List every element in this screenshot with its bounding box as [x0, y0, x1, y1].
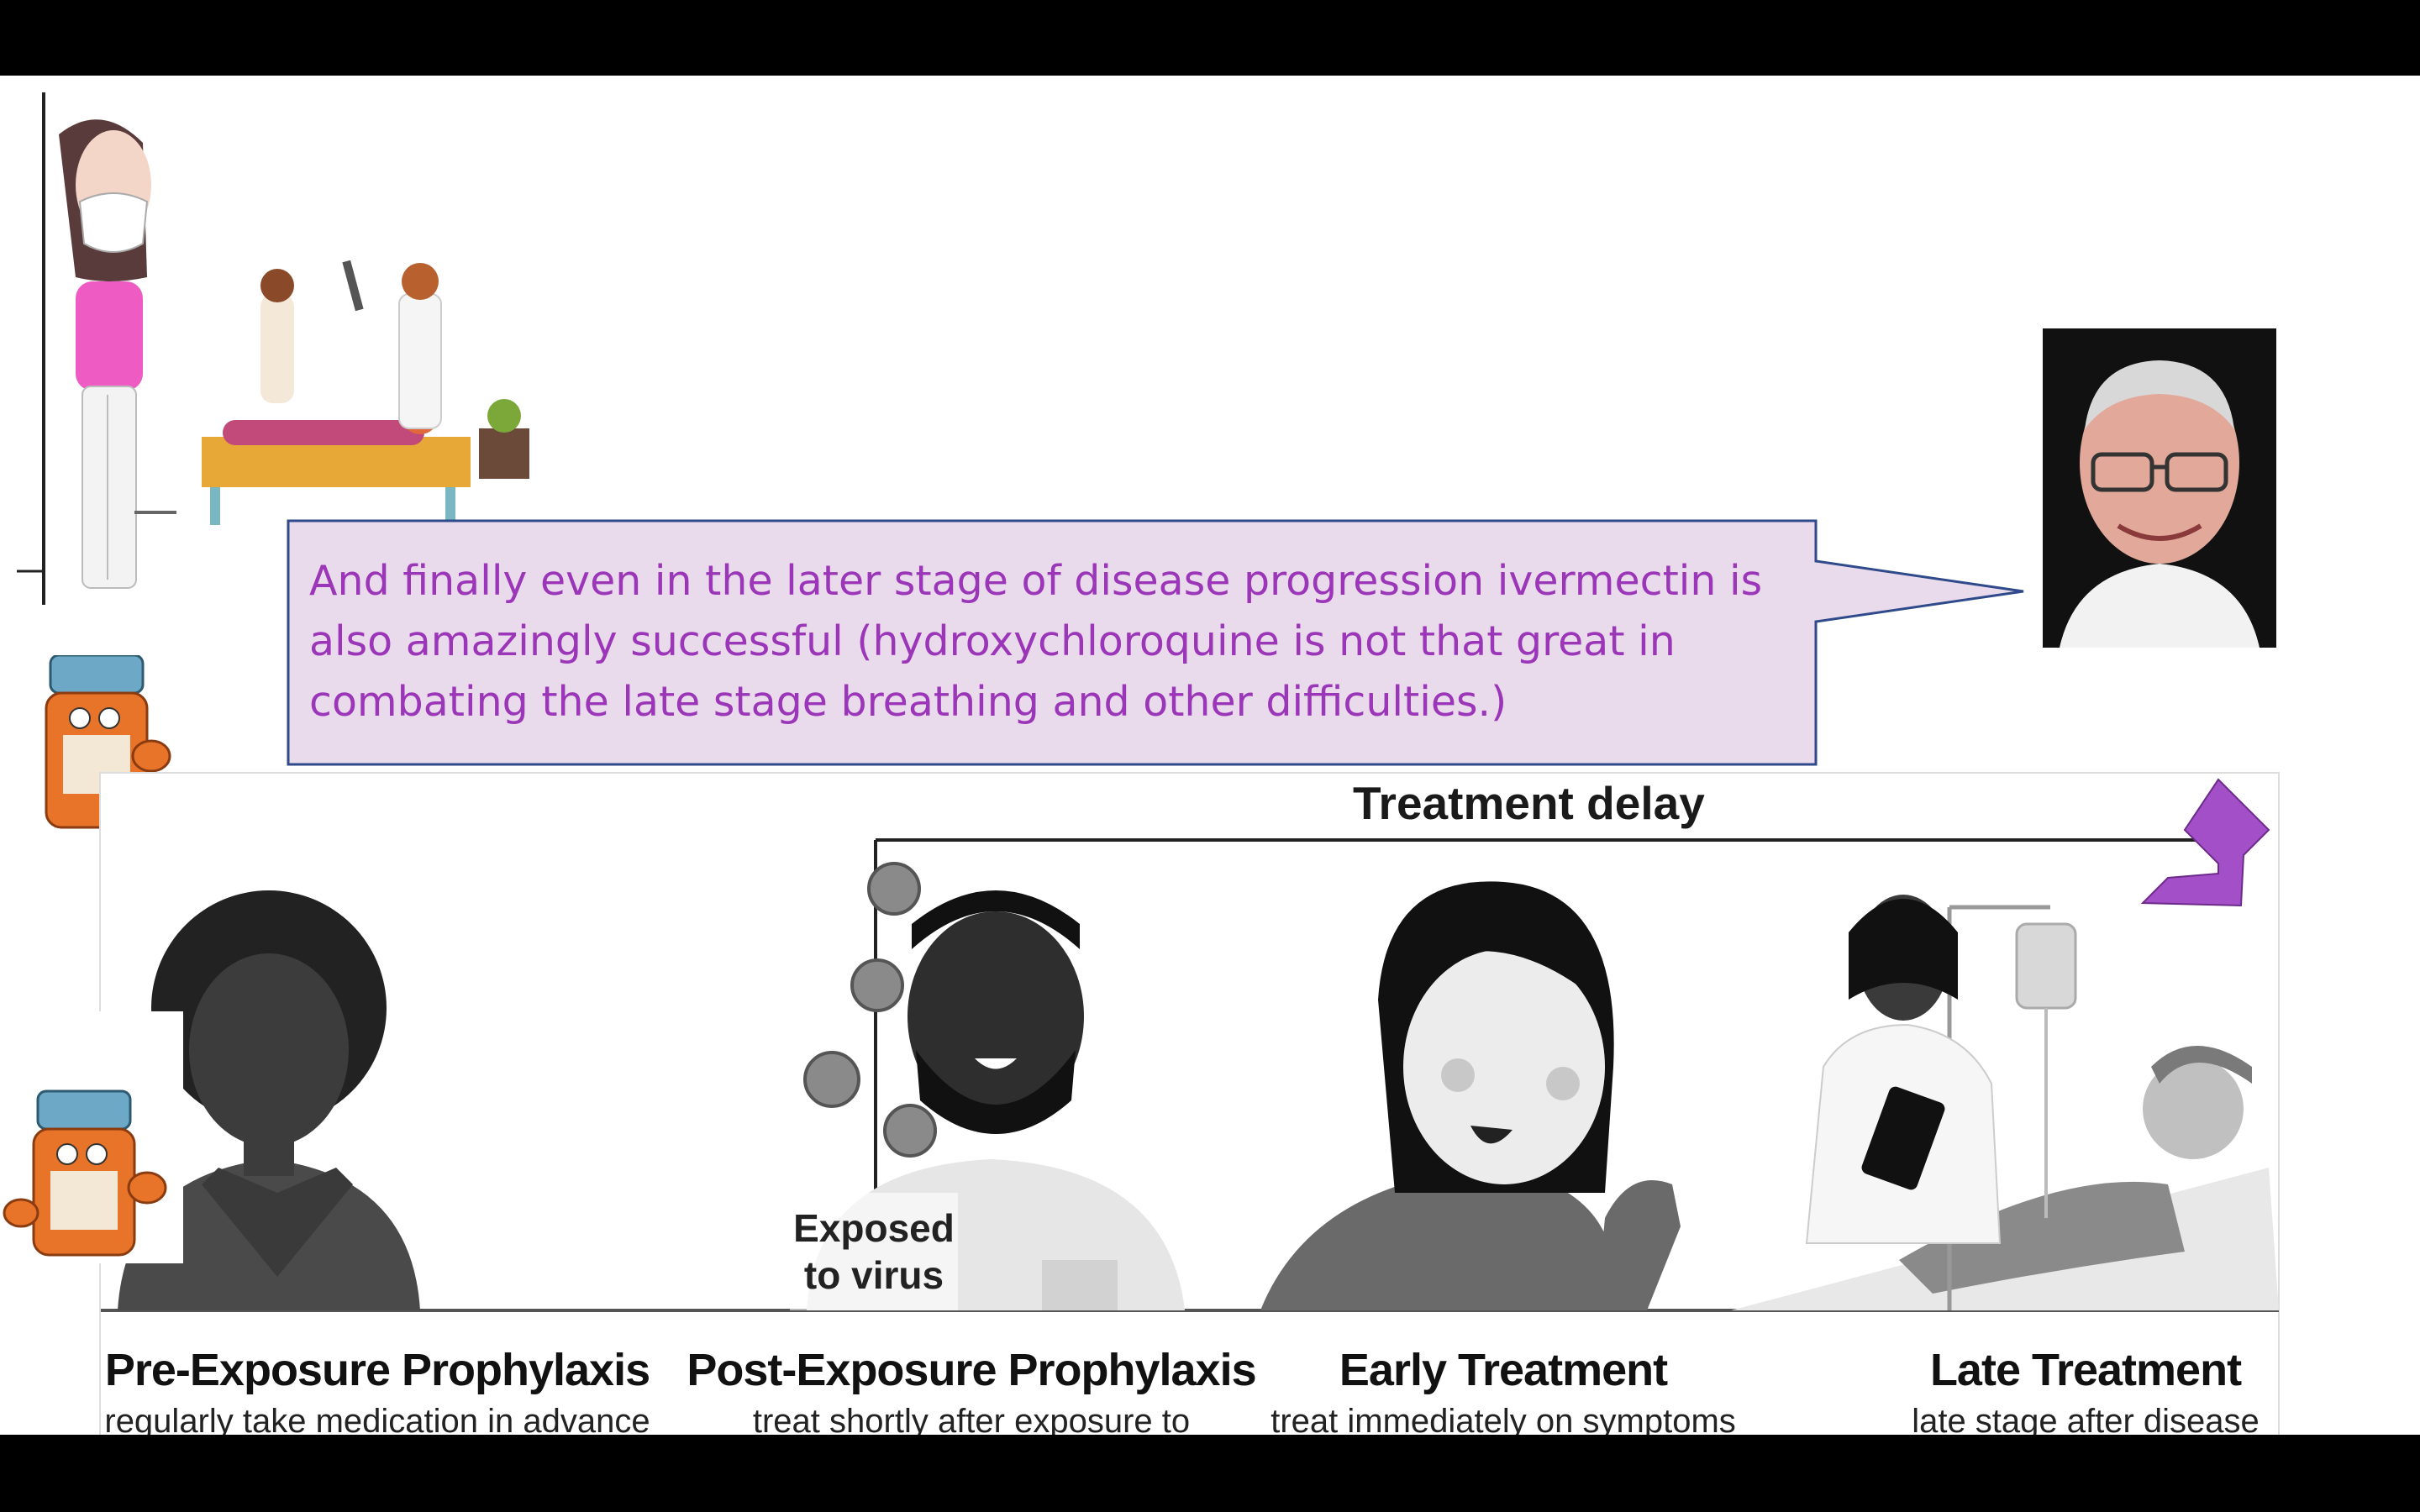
stage-desc-early-treatment: treat immediately on symptoms or shortly…	[1270, 1403, 1736, 1435]
person-late-treatment	[1731, 895, 2279, 1310]
panel-illustrations	[101, 778, 2279, 1312]
person-pre-exposure	[118, 890, 420, 1310]
stage-desc-post-exposure: treat shortly after exposure to minimize…	[752, 1403, 1191, 1435]
stage-desc-late-treatment: late stage after disease has progressed	[1912, 1403, 2260, 1435]
callout-text: And finally even in the later stage of d…	[309, 557, 1763, 726]
virus-particles	[803, 862, 937, 1158]
person-early-treatment	[1260, 881, 1681, 1310]
exposed-label-bg	[790, 1193, 958, 1310]
hospital-scene-illustration	[202, 260, 529, 525]
doctor-portrait-photo	[2043, 328, 2276, 648]
stage-title-pre-exposure: Pre-Exposure Prophylaxis	[104, 1345, 650, 1395]
stage-title-early-treatment: Early Treatment	[1339, 1345, 1668, 1395]
stage-title-post-exposure: Post-Exposure Prophylaxis	[687, 1345, 1256, 1395]
slide: And finally even in the later stage of d…	[0, 76, 2420, 1435]
purple-pointer-arrow	[2140, 778, 2270, 907]
stage-title-late-treatment: Late Treatment	[1929, 1345, 2242, 1395]
stage-desc-pre-exposure: regularly take medication in advance to …	[104, 1403, 650, 1435]
pill-bottle-mascot-icon	[0, 1011, 183, 1263]
speech-callout-shape	[287, 519, 2024, 766]
masked-woman-illustration	[17, 92, 176, 605]
panel-title: Treatment delay	[1353, 777, 1705, 829]
exposed-to-virus-label: Exposed to virus	[793, 1206, 955, 1297]
